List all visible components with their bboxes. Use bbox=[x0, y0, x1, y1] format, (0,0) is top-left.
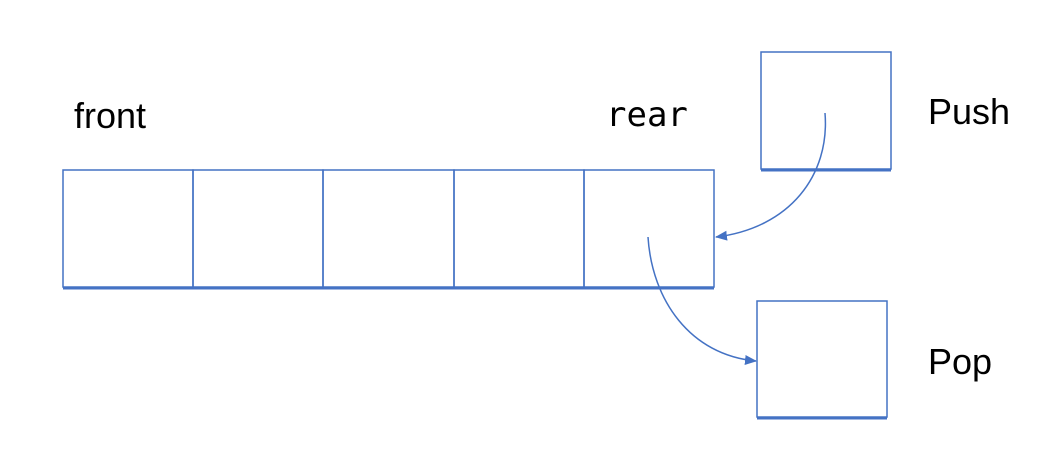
pop-label: Pop bbox=[928, 341, 992, 382]
push-element-box bbox=[760, 51, 892, 172]
queue-cell bbox=[322, 169, 455, 288]
pop-element-box bbox=[756, 300, 888, 420]
front-label: front bbox=[74, 95, 146, 136]
queue-cell bbox=[62, 169, 194, 288]
queue-array bbox=[62, 169, 715, 290]
push-label: Push bbox=[928, 91, 1010, 132]
queue-cell bbox=[192, 169, 324, 288]
queue-cell bbox=[453, 169, 585, 288]
queue-cell-rear bbox=[583, 169, 715, 288]
rear-label: rear bbox=[606, 95, 688, 135]
push-arrow bbox=[715, 112, 827, 241]
pop-arrow bbox=[647, 236, 757, 365]
